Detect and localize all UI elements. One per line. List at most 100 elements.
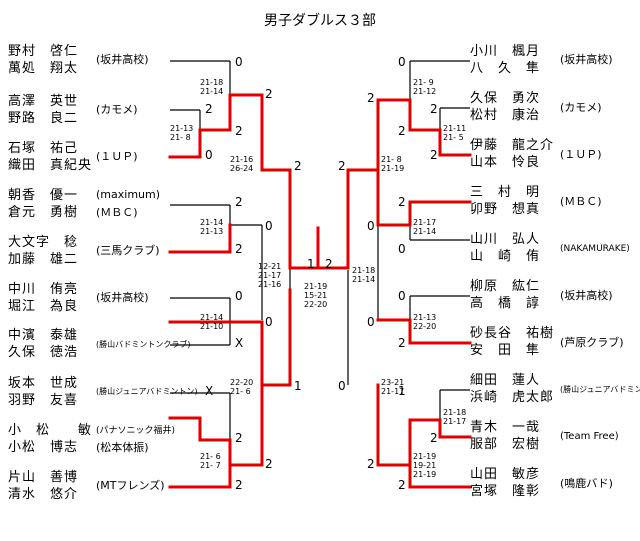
left-team-1-player-2: 萬処 翔太 — [8, 61, 79, 76]
left-team-10-club: (MTフレンズ) — [96, 479, 165, 492]
left-team-3-player-2: 織田 真紀央 — [8, 158, 93, 173]
right-team-8-player-1: 細田 蓮人 — [470, 373, 541, 388]
game-score-final: 21-19 15-21 22-20 — [304, 282, 328, 309]
score-r-r1-6: 0 — [398, 289, 406, 303]
right-team-9-club: (Team Free) — [560, 431, 619, 442]
right-team-1-player-2: 八 久 隼 — [470, 61, 541, 76]
right-team-3-player-1: 伊藤 龍之介 — [470, 138, 555, 153]
left-team-9-club-1: (パナソニック福井) — [96, 426, 176, 436]
left-team-10-player-1: 片山 善博 — [8, 470, 79, 485]
game-score-r2b: 21- 8 21-19 — [381, 155, 405, 173]
right-team-5-club: (NAKAMURAKE) — [560, 244, 630, 254]
game-score-l2b: 21-16 26-24 — [230, 155, 254, 173]
score-l-r3-2: 1 — [294, 379, 302, 393]
left-team-5-player-1: 大文字 稔 — [8, 235, 79, 250]
right-team-7-player-1: 砂長谷 祐樹 — [470, 326, 555, 341]
right-team-1-club: (坂井高校) — [560, 53, 613, 66]
score-r-r2-2: 2 — [398, 124, 406, 138]
right-team-8-player-2: 浜崎 虎太郎 — [470, 390, 555, 405]
score-l-r2-4: 0 — [265, 315, 273, 329]
score-l-r2-5: 2 — [265, 457, 273, 471]
game-score-l6: 21- 6 21- 7 — [200, 452, 221, 470]
left-team-7-player-1: 中濱 泰雄 — [8, 328, 79, 343]
right-team-3-player-2: 山本 怜良 — [470, 155, 541, 170]
left-team-6-player-1: 中川 侑亮 — [8, 282, 79, 297]
score-r-r1-8: 1 — [398, 384, 406, 398]
right-team-4-club: (ＭＢＣ) — [560, 195, 602, 208]
score-l-r1-8: X — [205, 384, 214, 398]
score-l-r1-10: 2 — [235, 478, 243, 492]
left-team-9-player-2: 小松 博志 — [8, 440, 79, 455]
score-r-r2-5: 2 — [367, 457, 375, 471]
game-score-r2a: 21-11 21- 5 — [443, 124, 467, 142]
right-team-10-club: (鳴鹿バド) — [560, 477, 613, 490]
score-l-r2-2: 2 — [235, 124, 243, 138]
left-team-8-club: (勝山ジュニアバドミントン) — [96, 387, 198, 396]
right-team-6-club: (坂井高校) — [560, 289, 613, 302]
page-title: 男子ダブルス３部 — [264, 13, 376, 29]
right-team-2-player-2: 松村 康治 — [470, 108, 541, 123]
left-team-4-player-2: 倉元 勇樹 — [8, 205, 79, 220]
score-l-r1-1: 0 — [235, 55, 243, 69]
score-r-r1-2: 2 — [430, 102, 438, 116]
score-l-r1-6: 0 — [235, 289, 243, 303]
right-team-2-player-1: 久保 勇次 — [470, 91, 541, 106]
left-team-2-club: (カモメ) — [96, 103, 138, 116]
score-r-r2-4: 0 — [367, 315, 375, 329]
score-l-r2-3: 0 — [265, 219, 273, 233]
score-r-r1-4: 2 — [398, 195, 406, 209]
game-score-l5: 22-20 21- 6 — [230, 378, 254, 396]
right-team-7-club: (芦原クラブ) — [560, 336, 624, 349]
left-team-2-player-1: 高澤 英世 — [8, 94, 79, 109]
game-score-l3: 21-14 21-13 — [200, 218, 224, 236]
game-score-l1: 21-18 21-14 — [200, 78, 224, 96]
right-team-6-player-1: 柳原 紘仁 — [470, 279, 541, 294]
score-r-r1-5: 0 — [398, 242, 406, 256]
left-team-6-club: (坂井高校) — [96, 291, 149, 304]
left-team-3-club: (１ＵＰ) — [96, 150, 138, 163]
game-score-r6b: 21-19 19-21 21-19 — [413, 452, 437, 479]
score-l-r1-9: 2 — [235, 431, 243, 445]
right-team-6-player-2: 高 橋 諄 — [470, 296, 541, 311]
game-score-r4: 21-13 22-20 — [413, 313, 437, 331]
left-team-9-player-1: 小 松 敏 — [8, 423, 93, 438]
left-team-7-club: (勝山バドミントンクラブ) — [96, 340, 191, 349]
left-team-5-club: (三馬クラブ) — [96, 244, 160, 257]
right-team-10-player-1: 山田 敏彦 — [470, 467, 541, 482]
left-team-10-player-2: 清水 悠介 — [8, 487, 79, 502]
left-team-6-player-2: 堀江 為良 — [8, 299, 79, 314]
score-r-r2-1: 2 — [367, 91, 375, 105]
left-team-8-player-1: 坂本 世成 — [8, 376, 79, 391]
right-team-8-club: (勝山ジュニアバドミントン) — [560, 385, 640, 394]
score-l-r3-1: 2 — [294, 159, 302, 173]
left-team-8-player-2: 羽野 友喜 — [8, 393, 79, 408]
left-team-5-player-2: 加藤 雄二 — [8, 252, 79, 267]
game-score-l2a: 21-13 21- 8 — [170, 124, 194, 142]
score-l-r1-3: 0 — [205, 148, 213, 162]
score-l-r1-5: 2 — [235, 242, 243, 256]
score-l-r2-1: 2 — [265, 87, 273, 101]
left-team-4-club-1: (maximum) — [96, 188, 161, 201]
right-team-5-player-2: 山 崎 侑 — [470, 249, 541, 264]
left-team-4-club-2: (ＭＢＣ) — [96, 206, 138, 219]
left-team-2-player-2: 野路 良二 — [8, 111, 79, 126]
left-team-4-player-1: 朝香 優一 — [8, 188, 79, 203]
game-score-rsemi: 21-18 21-14 — [352, 266, 376, 284]
left-team-1-club: (坂井高校) — [96, 53, 149, 66]
score-r-r2-3: 0 — [367, 219, 375, 233]
game-score-r1: 21- 9 21-12 — [413, 78, 437, 96]
right-team-7-player-2: 安 田 隼 — [470, 343, 541, 358]
score-final-right: 2 — [325, 257, 333, 271]
score-r-r1-9: 2 — [430, 431, 438, 445]
right-team-4-player-1: 三 村 明 — [470, 185, 541, 200]
right-team-2-club: (カモメ) — [560, 101, 602, 114]
right-team-1-player-1: 小川 楓月 — [470, 44, 541, 59]
score-l-r1-4: 2 — [235, 195, 243, 209]
score-r-r1-7: 2 — [398, 336, 406, 350]
score-r-r3-1: 2 — [338, 159, 346, 173]
game-score-lsemi: 12-21 21-17 21-16 — [258, 262, 282, 289]
right-team-5-player-1: 山川 弘人 — [470, 232, 541, 247]
game-score-r5: 23-21 21-17 — [381, 378, 405, 396]
right-team-4-player-2: 卯野 想真 — [470, 202, 541, 217]
game-score-l4: 21-14 21-10 — [200, 313, 224, 331]
